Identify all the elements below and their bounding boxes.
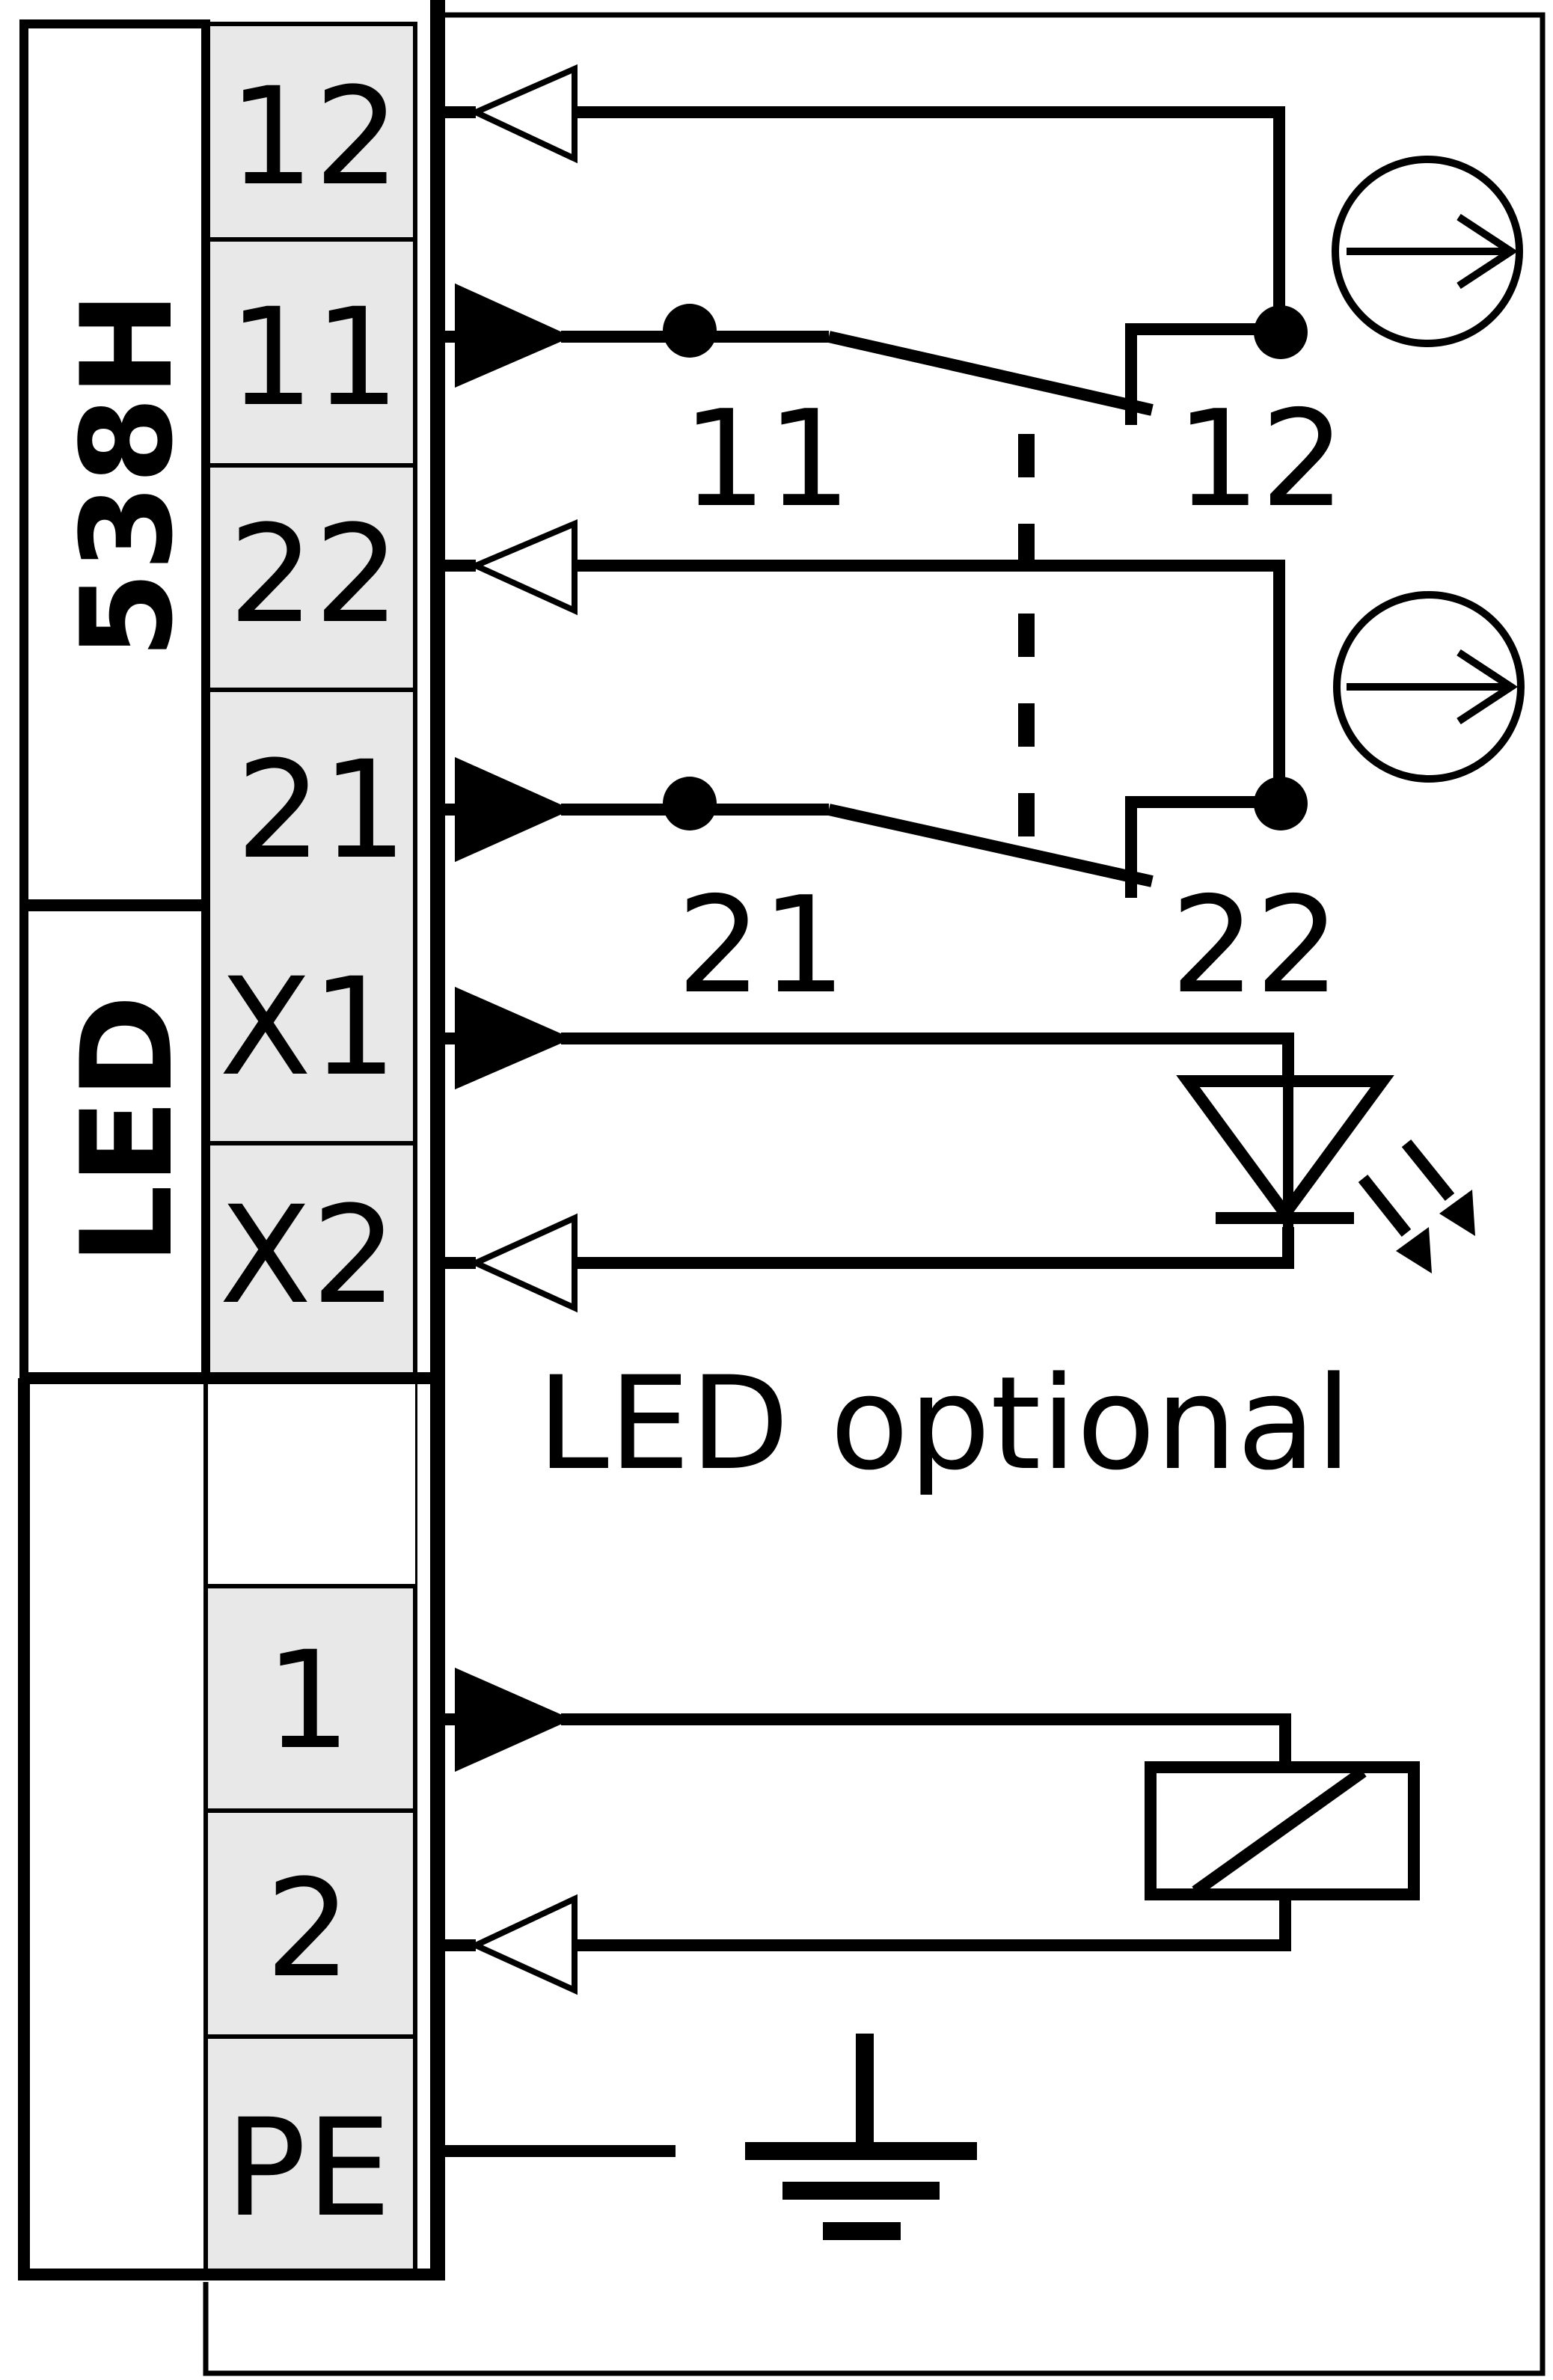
- coil-icon: [1145, 1761, 1420, 1900]
- contact-label-11: 11: [682, 382, 852, 536]
- positive-opening-icon: [1332, 156, 1523, 347]
- led-optional-note: LED optional: [537, 1348, 1352, 1499]
- arrows-filled: [455, 283, 572, 1772]
- terminal-label-21: 21: [236, 732, 407, 889]
- terminal-label-12: 12: [228, 59, 399, 215]
- group-label-538h: 538H: [54, 291, 200, 658]
- positive-opening-icon: [1333, 591, 1525, 783]
- terminal-label-pe: PE: [225, 2090, 391, 2247]
- contact-label-21: 21: [677, 868, 847, 1023]
- terminal-label-x1: X1: [219, 949, 397, 1106]
- contact-label-22: 22: [1171, 868, 1341, 1023]
- terminal-label-11: 11: [228, 280, 399, 436]
- enclosure-outline: [203, 12, 1546, 2376]
- terminal-label-22: 22: [228, 497, 399, 653]
- arrows-hollow: [468, 64, 578, 1995]
- contact-dots: [663, 304, 1308, 830]
- ground-icon: [745, 2034, 977, 2240]
- terminal-block: [18, 0, 445, 2280]
- terminal-label-x2: X2: [219, 1178, 397, 1334]
- block-left-edge: [18, 1378, 438, 2280]
- led-icon: [1176, 1075, 1475, 1273]
- contact-label-12: 12: [1176, 382, 1346, 536]
- terminal-label-2: 2: [266, 1851, 352, 2007]
- group-label-led: LED: [54, 994, 200, 1264]
- wires: [441, 106, 1294, 2157]
- terminal-label-1: 1: [266, 1623, 352, 1779]
